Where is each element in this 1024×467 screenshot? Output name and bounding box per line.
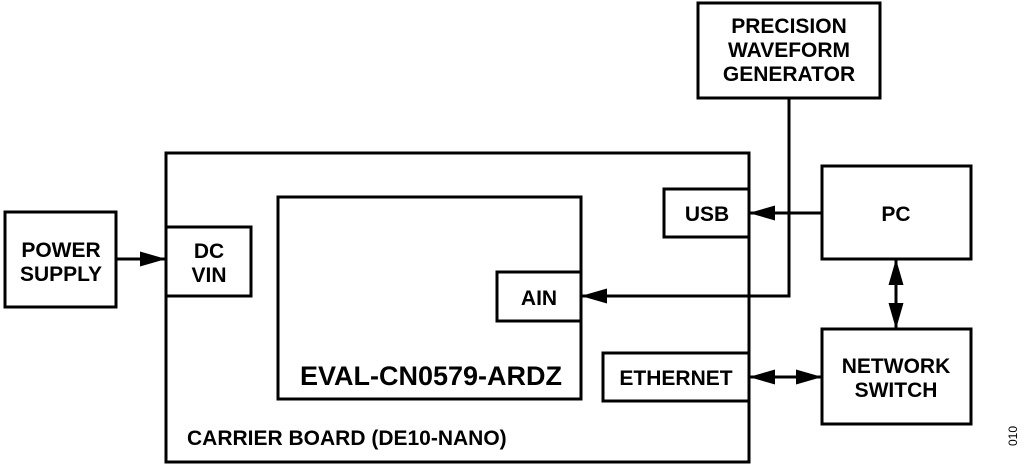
network-switch-block: NETWORK SWITCH bbox=[820, 327, 973, 426]
generator-label-line1: PRECISION bbox=[731, 15, 847, 38]
figure-id: 010 bbox=[1006, 426, 1020, 446]
generator-label-line2: WAVEFORM bbox=[728, 39, 850, 62]
eval-board-label: EVAL-CN0579-ARDZ bbox=[300, 361, 562, 391]
power-supply-label-line1: POWER bbox=[21, 239, 100, 262]
usb-port-block: USB bbox=[662, 187, 751, 239]
precision-waveform-generator-block: PRECISION WAVEFORM GENERATOR bbox=[696, 1, 882, 100]
dc-vin-label-line1: DC bbox=[194, 240, 224, 263]
ain-port-label: AIN bbox=[521, 287, 557, 310]
ain-port-block: AIN bbox=[495, 270, 583, 323]
pc-label: PC bbox=[881, 203, 910, 226]
generator-label-line3: GENERATOR bbox=[723, 63, 855, 86]
power-supply-block: POWER SUPPLY bbox=[3, 210, 118, 309]
power-supply-label-line2: SUPPLY bbox=[20, 263, 102, 286]
pc-block: PC bbox=[820, 164, 973, 261]
ethernet-port-label: ETHERNET bbox=[619, 367, 732, 390]
dc-vin-label-line2: VIN bbox=[191, 264, 226, 287]
network-switch-label-line2: SWITCH bbox=[855, 379, 938, 402]
generator-to-ain-arrow bbox=[581, 98, 791, 304]
dc-vin-block: DC VIN bbox=[164, 225, 253, 298]
carrier-board-label: CARRIER BOARD (DE10-NANO) bbox=[187, 427, 507, 450]
usb-port-label: USB bbox=[685, 203, 729, 226]
network-switch-label-line1: NETWORK bbox=[842, 355, 951, 378]
ethernet-port-block: ETHERNET bbox=[601, 351, 751, 403]
